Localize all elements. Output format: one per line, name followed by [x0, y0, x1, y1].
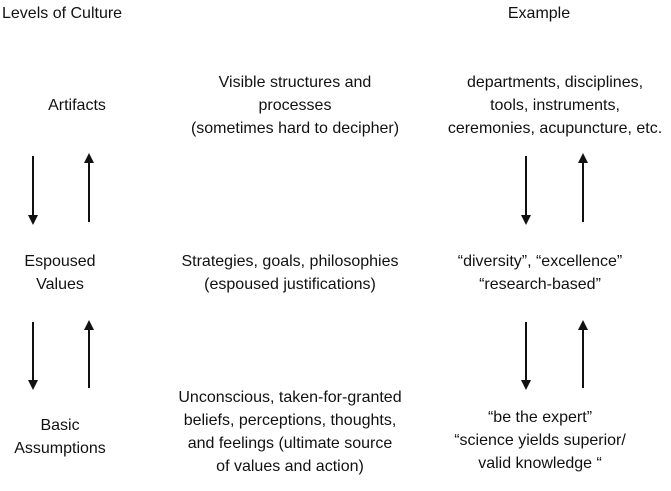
level-artifacts-example: departments, disciplines, tools, instrum…: [447, 74, 663, 137]
level-basic-assumptions-label: Basic Assumptions: [14, 417, 106, 457]
level-artifacts-description: Visible structures and processes (someti…: [190, 74, 400, 137]
levels-of-culture-header: Levels of Culture: [2, 5, 123, 22]
example-header: Example: [507, 5, 571, 22]
level-espoused-values-description: Strategies, goals, philosophies (espouse…: [181, 253, 399, 293]
level-basic-assumptions-description: Unconscious, taken-for-granted beliefs, …: [178, 389, 402, 475]
level-basic-assumptions-example: “be the expert” “science yields superior…: [454, 409, 626, 472]
level-artifacts-label: Artifacts: [48, 97, 106, 114]
level-espoused-values-example: “diversity”, “excellence” “research-base…: [457, 253, 623, 293]
level-espoused-values-label: Espoused Values: [24, 253, 96, 293]
